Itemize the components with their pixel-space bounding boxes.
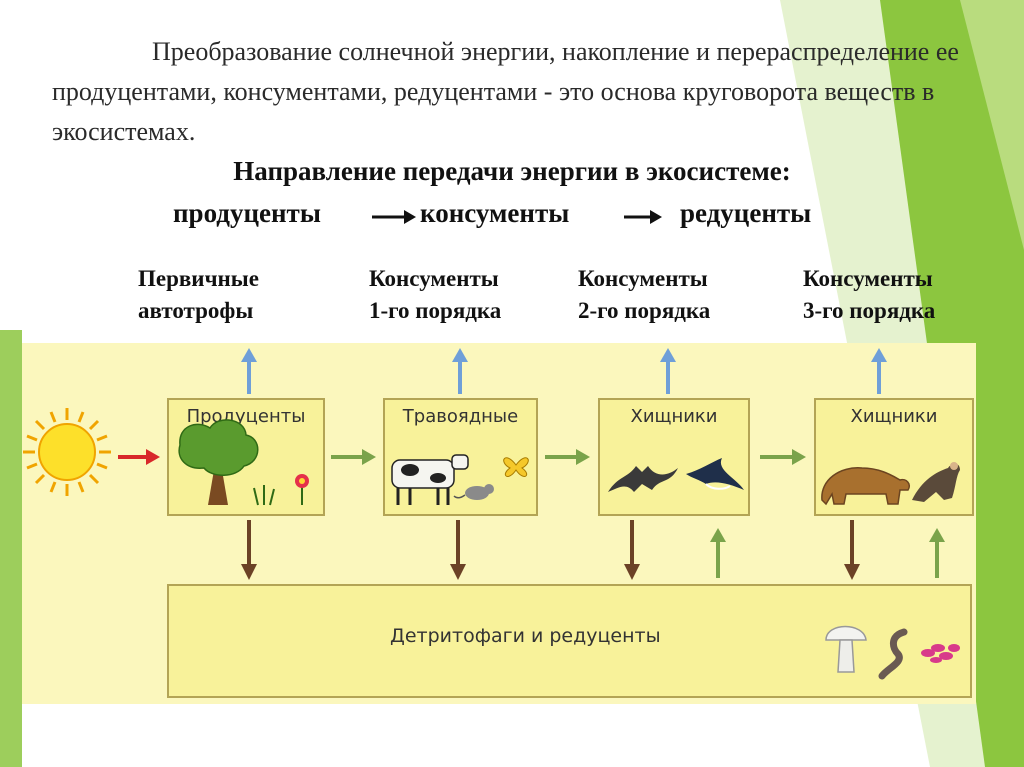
box-producers: Продуценты — [167, 398, 325, 516]
chain-decomposers: редуценты — [680, 198, 812, 228]
box-predators-1: Хищники — [598, 398, 750, 516]
chain-consumers: консументы — [420, 198, 570, 228]
chain-producers: продуценты — [173, 198, 321, 228]
intro-paragraph: Преобразование солнечной энергии, накопл… — [52, 37, 959, 146]
box-herbivores: Травоядные — [383, 398, 538, 516]
box-predators-2: Хищники — [814, 398, 974, 516]
detritivores-label: Детритофаги и редуценты — [390, 625, 661, 647]
energy-direction-heading: Направление передачи энергии в экосистем… — [233, 156, 791, 186]
